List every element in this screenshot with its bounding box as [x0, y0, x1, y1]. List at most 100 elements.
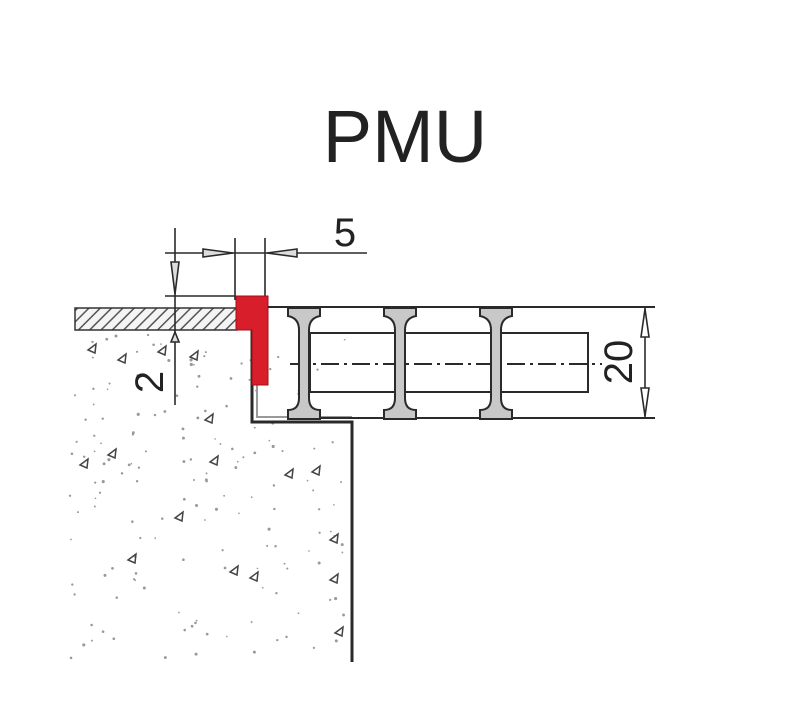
concrete-speck: [76, 511, 79, 514]
aggregate-mark: [333, 625, 344, 638]
concrete-speck: [268, 439, 271, 442]
concrete-speck: [225, 635, 228, 638]
aggregate-mark: [78, 457, 89, 470]
concrete-speck: [93, 505, 96, 508]
concrete-speck: [334, 639, 338, 643]
concrete-speck: [161, 517, 164, 520]
concrete-speck: [91, 356, 94, 359]
concrete-speck: [136, 374, 139, 377]
diagram-title: PMU: [323, 95, 487, 178]
concrete-speck: [91, 340, 94, 344]
concrete-speck: [313, 447, 316, 450]
aggregate-mark: [173, 510, 184, 523]
concrete-speck: [182, 558, 185, 562]
concrete-speck: [225, 404, 228, 408]
concrete-speck: [103, 573, 107, 577]
concrete-speck: [204, 409, 207, 413]
concrete-speck: [100, 442, 102, 445]
concrete-speck: [131, 433, 135, 436]
tube-body: [309, 332, 589, 393]
concrete-speck: [111, 566, 114, 570]
concrete-speck: [154, 537, 157, 539]
dimension-depth: [165, 228, 235, 405]
concrete-speck: [114, 334, 118, 338]
aggregate-mark: [283, 467, 294, 480]
concrete-speck: [101, 480, 105, 484]
concrete-speck: [283, 562, 286, 565]
aggregate-mark: [86, 342, 97, 355]
concrete-speck: [340, 481, 343, 484]
i-beam-spacer: [383, 307, 417, 420]
concrete-speck: [286, 567, 289, 570]
concrete-speck: [132, 578, 136, 581]
concrete-speck: [329, 598, 332, 601]
aggregate-mark: [116, 352, 127, 365]
concrete-speck: [267, 527, 271, 531]
concrete-speck: [106, 388, 109, 391]
concrete-speck: [192, 478, 195, 481]
aggregate-mark: [203, 412, 214, 425]
concrete-speck: [195, 619, 198, 622]
concrete-speck: [197, 374, 201, 378]
concrete-speck: [204, 351, 207, 354]
concrete-speck: [136, 412, 140, 416]
concrete-speck: [231, 447, 234, 451]
concrete-speck: [107, 458, 111, 462]
concrete-speck: [131, 431, 135, 435]
dimension-height: [640, 307, 650, 418]
concrete-speck: [112, 637, 116, 640]
aggregate-mark: [208, 454, 219, 467]
concrete-speck: [194, 652, 198, 656]
concrete-speck: [190, 624, 194, 628]
concrete-speck: [269, 367, 272, 371]
concrete-speck: [167, 358, 171, 362]
concrete-speck: [308, 550, 310, 552]
concrete-speck: [203, 519, 206, 521]
concrete-speck: [205, 632, 209, 636]
concrete-speck: [340, 543, 344, 547]
concrete-speck: [139, 536, 142, 540]
concrete-speck: [189, 458, 193, 461]
concrete-speck: [261, 586, 264, 589]
concrete-speck: [120, 472, 124, 475]
concrete-speck: [256, 567, 259, 570]
concrete-speck: [312, 489, 315, 492]
concrete-speck: [277, 355, 280, 359]
dimension-gap: [165, 238, 367, 300]
concrete-speck: [253, 426, 256, 429]
concrete-speck: [94, 497, 97, 500]
concrete-speck: [189, 358, 193, 362]
concrete-speck: [75, 440, 78, 443]
concrete-speck: [181, 427, 185, 431]
concrete-speck: [130, 462, 133, 465]
concrete-speck: [205, 472, 208, 475]
concrete-speck: [94, 481, 97, 484]
concrete-speck: [342, 613, 345, 617]
concrete-speck: [229, 377, 233, 380]
floor-slab: [74, 307, 238, 331]
concrete-speck: [240, 362, 243, 365]
aggregate-mark: [310, 464, 321, 477]
concrete-speck: [312, 646, 315, 649]
concrete-speck: [127, 463, 131, 467]
concrete-speck: [343, 338, 346, 341]
concrete-speck: [93, 450, 96, 453]
concrete-speck: [234, 466, 238, 469]
concrete-speck: [160, 343, 162, 345]
concrete-speck: [105, 337, 109, 341]
concrete-speck: [134, 572, 138, 575]
concrete-speck: [182, 497, 186, 501]
concrete-speck: [163, 656, 167, 659]
concrete-speck: [223, 494, 226, 497]
dimension-height-label: 20: [597, 340, 641, 385]
aggregate-mark: [156, 344, 167, 357]
concrete-speck: [178, 611, 180, 614]
concrete-speck: [90, 623, 93, 627]
concrete-speck: [135, 350, 139, 353]
concrete-speck: [90, 639, 93, 642]
red-seal-insert: [235, 295, 269, 386]
concrete-speck: [248, 378, 251, 381]
concrete-speck: [250, 496, 253, 499]
concrete-speck: [73, 394, 77, 397]
concrete-speck: [115, 596, 119, 599]
